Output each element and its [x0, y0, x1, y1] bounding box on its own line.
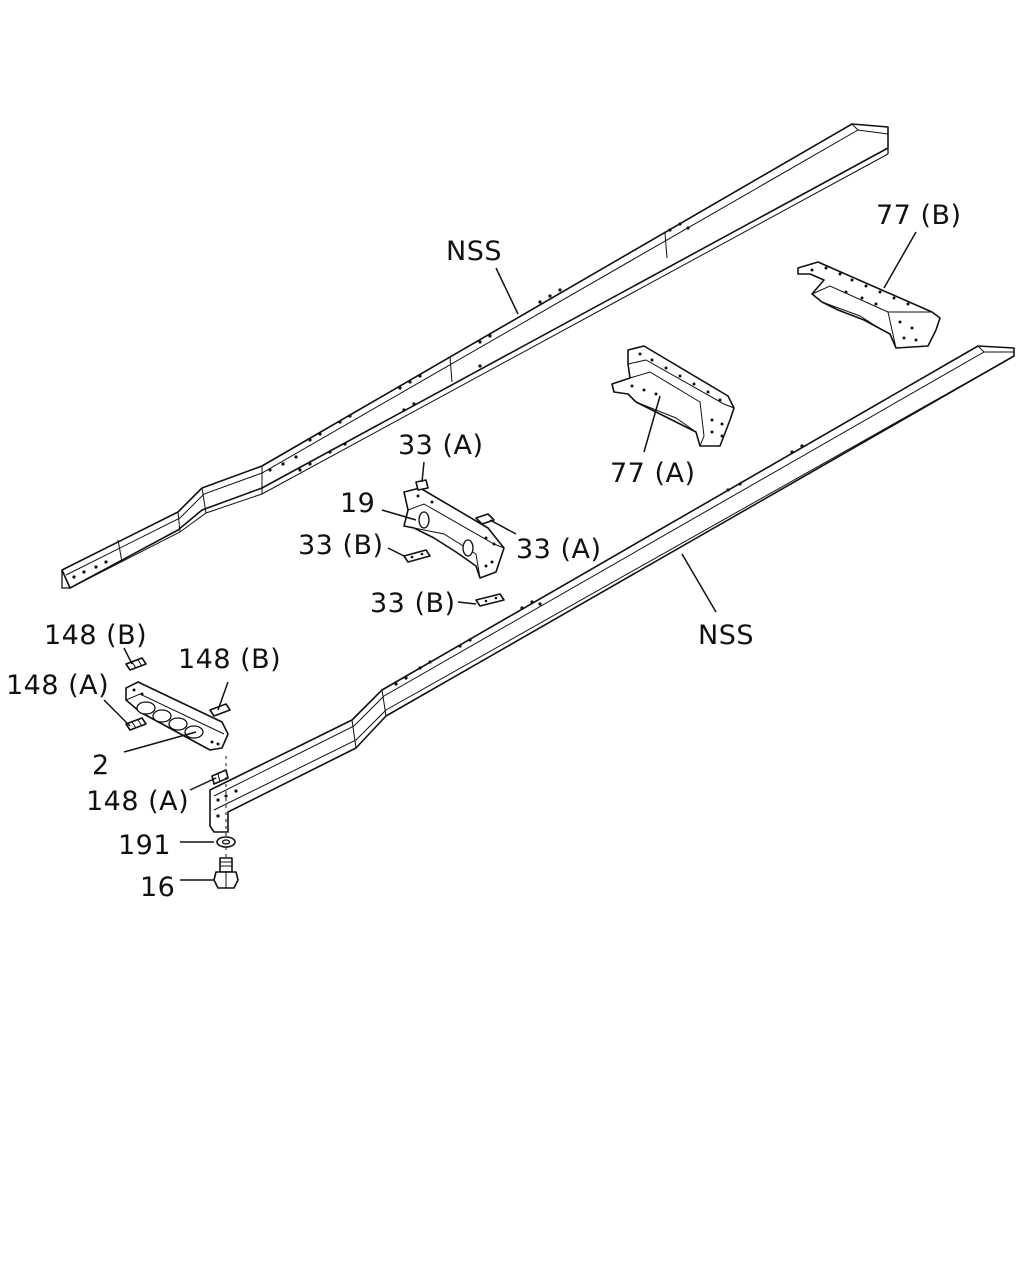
- plate-33b-left: [403, 549, 431, 563]
- crossmember-2: [125, 681, 229, 751]
- crossmember-77a: [611, 345, 735, 447]
- part-labels: NSS 77 (B) 77 (A) 33 (A) 19 33 (B) 33 (A…: [6, 200, 962, 903]
- crossmember-19: [403, 487, 505, 579]
- label-16: 16: [140, 872, 175, 903]
- label-148a-bottom: 148 (A): [86, 786, 189, 817]
- label-148a-left: 148 (A): [6, 670, 109, 701]
- plate-148b-left: [125, 657, 147, 671]
- plate-33b-bottom: [475, 593, 505, 607]
- plate-148a-bottom: [211, 769, 229, 785]
- crossmember-77a-holes: [630, 352, 724, 438]
- upper-rail-holes: [72, 222, 690, 579]
- upper-side-rail: [61, 123, 889, 589]
- label-148b-right: 148 (B): [178, 644, 281, 675]
- label-191: 191: [118, 830, 171, 861]
- lower-rail-holes: [216, 444, 804, 818]
- label-33a-right: 33 (A): [516, 534, 601, 565]
- label-77a: 77 (A): [610, 458, 695, 489]
- label-33b-left: 33 (B): [298, 530, 384, 561]
- crossmember-77b-holes: [810, 266, 918, 342]
- plate-33a-right: [475, 513, 495, 525]
- label-nss-lower: NSS: [698, 620, 754, 651]
- label-nss-upper: NSS: [446, 236, 502, 267]
- label-33b-bottom: 33 (B): [370, 588, 456, 619]
- label-2: 2: [92, 750, 110, 781]
- leader-lines: [103, 231, 917, 881]
- plate-148b-right: [209, 703, 231, 717]
- label-33a-top: 33 (A): [398, 430, 483, 461]
- crossmember-77b: [797, 261, 941, 349]
- plate-148a-left: [125, 717, 147, 731]
- washer-191: [216, 836, 236, 848]
- label-19: 19: [340, 488, 375, 519]
- label-77b: 77 (B): [876, 200, 962, 231]
- lower-side-rail: [209, 345, 1015, 833]
- label-148b-left: 148 (B): [44, 620, 147, 651]
- bolt-16: [213, 857, 239, 889]
